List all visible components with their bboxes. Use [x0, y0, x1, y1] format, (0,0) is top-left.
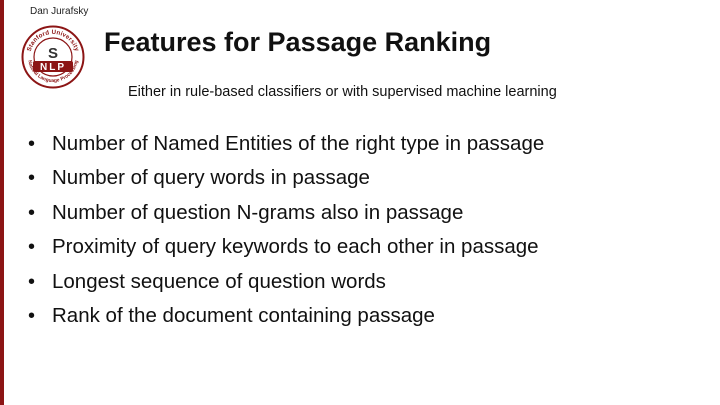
bullet-text: Longest sequence of question words: [52, 269, 386, 293]
bullet-dot-icon: •: [28, 236, 36, 259]
bullet-dot-icon: •: [28, 304, 36, 327]
slide-subtitle: Either in rule-based classifiers or with…: [128, 84, 557, 100]
bullet-list: • Number of Named Entities of the right t…: [28, 127, 544, 333]
bullet-item: • Rank of the document containing passage: [28, 299, 544, 333]
bullet-text: Rank of the document containing passage: [52, 303, 435, 327]
bullet-text: Number of query words in passage: [52, 166, 370, 190]
bullet-item: • Number of question N-grams also in pass…: [28, 196, 544, 230]
bullet-item: • Number of query words in passage: [28, 161, 544, 195]
bullet-item: • Longest sequence of question words: [28, 265, 544, 299]
bullet-dot-icon: •: [28, 270, 36, 293]
bullet-text: Proximity of query keywords to each othe…: [52, 235, 539, 259]
bullet-dot-icon: •: [28, 133, 36, 155]
slide-title: Features for Passage Ranking: [104, 27, 492, 57]
bullet-text: Number of question N-grams also in passa…: [52, 200, 464, 224]
bullet-dot-icon: •: [28, 201, 36, 224]
left-accent-bar: [0, 0, 4, 405]
bullet-item: • Number of Named Entities of the right t…: [28, 127, 544, 161]
stanford-nlp-logo-icon: Stanford University Natural Language Pro…: [21, 25, 85, 89]
logo-center-letter: S: [48, 45, 58, 62]
logo-center-text: NLP: [40, 62, 66, 73]
bullet-item: • Proximity of query keywords to each oth…: [28, 230, 544, 264]
bullet-text: Number of Named Entities of the right ty…: [52, 132, 545, 155]
bullet-dot-icon: •: [28, 167, 36, 190]
author-name: Dan Jurafsky: [30, 6, 89, 17]
